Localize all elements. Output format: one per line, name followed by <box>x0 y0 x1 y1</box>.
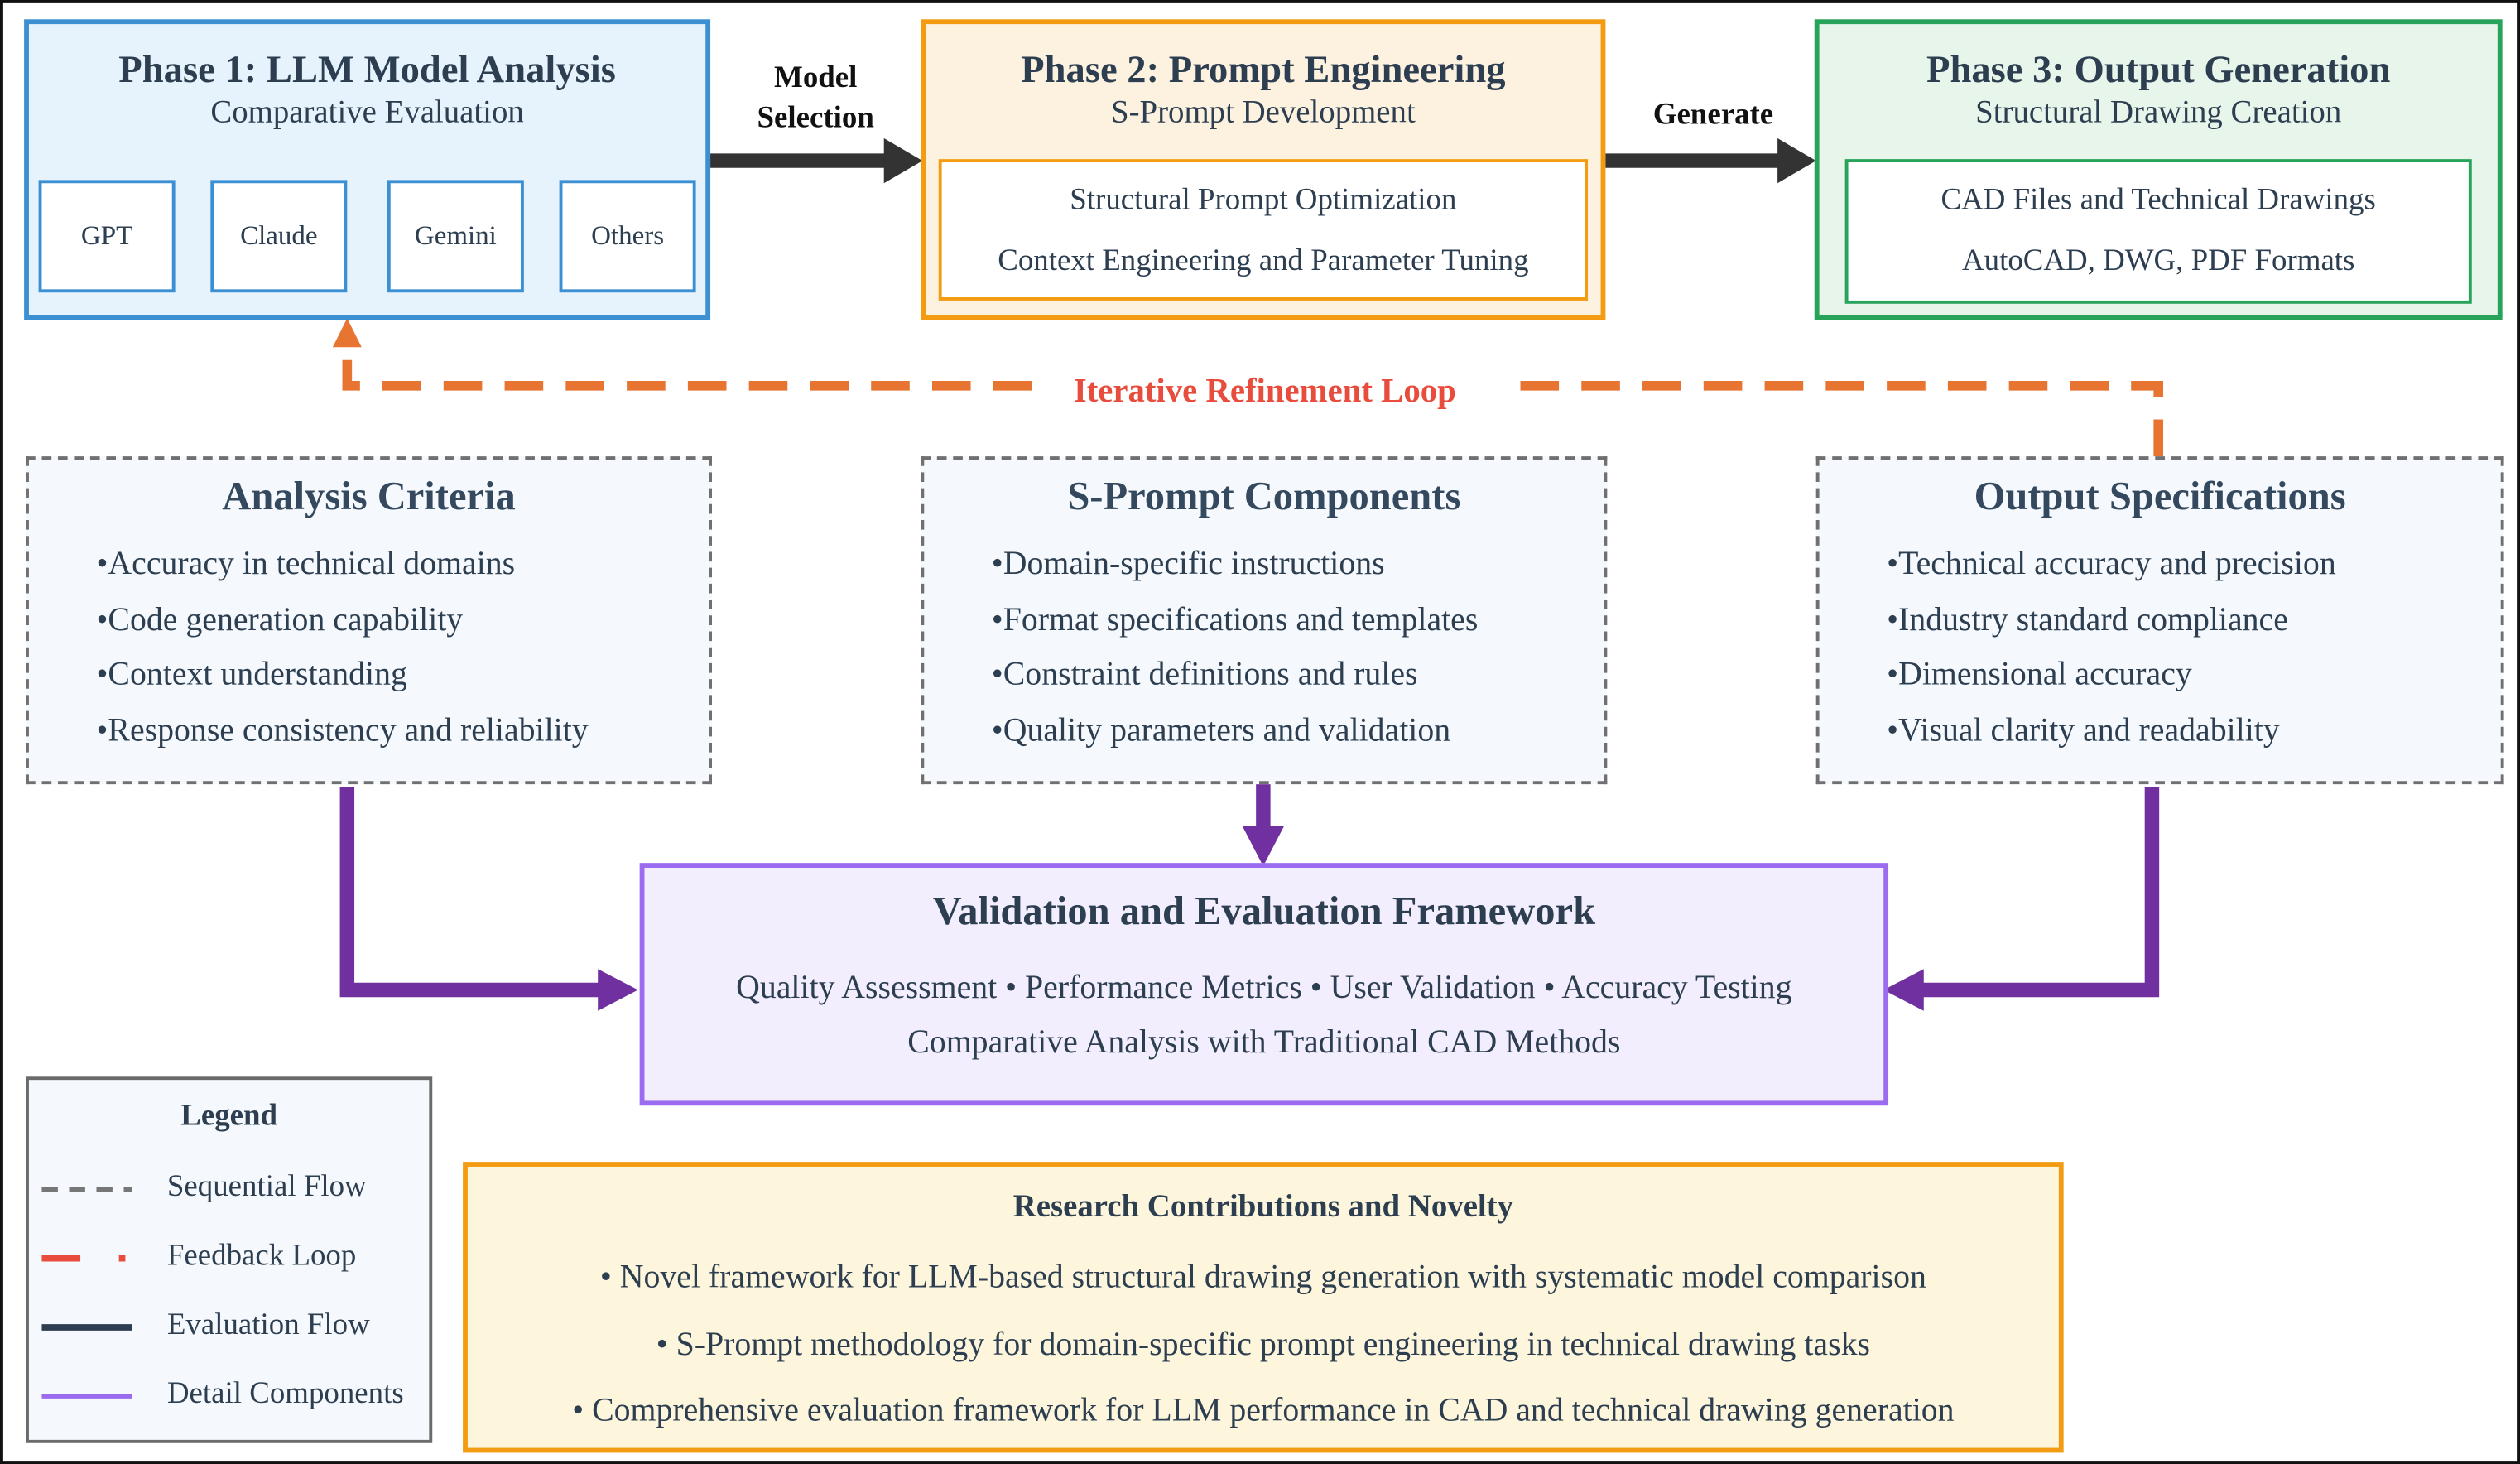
phase2-detail-box: Structural Prompt Optimization Context E… <box>938 159 1589 301</box>
list-item: Response consistency and reliability <box>96 703 709 758</box>
model-claude: Claude <box>210 180 348 293</box>
list-item: Context understanding <box>96 648 709 703</box>
purple-arrow-right-head <box>1883 969 1924 1011</box>
list-item: Accuracy in technical domains <box>96 537 709 592</box>
generate-label: Generate <box>1652 98 1774 132</box>
dashed-line-swatch <box>41 1187 132 1192</box>
solid-line-swatch <box>41 1324 132 1331</box>
feedback-loop-arrowhead <box>332 318 362 348</box>
legend-item-feedback: Feedback Loop <box>29 1235 430 1283</box>
research-contributions-box: Research Contributions and Novelty • Nov… <box>463 1162 2064 1453</box>
legend-title: Legend <box>180 1099 278 1134</box>
phase2-detail-line2: Context Engineering and Parameter Tuning <box>998 243 1529 278</box>
list-item: Code generation capability <box>96 592 709 648</box>
output-specifications-title: Output Specifications <box>1974 475 2346 519</box>
iterative-loop-label: Iterative Refinement Loop <box>1073 371 1456 410</box>
validation-framework-box: Validation and Evaluation Framework Qual… <box>639 863 1889 1106</box>
s-prompt-components-title: S-Prompt Components <box>1067 475 1461 519</box>
list-item: Format specifications and templates <box>992 592 1604 648</box>
validation-line1: Quality Assessment • Performance Metrics… <box>736 970 1792 1006</box>
list-item: Domain-specific instructions <box>992 537 1604 592</box>
legend-item-detail: Detail Components <box>29 1374 430 1422</box>
legend-label: Sequential Flow <box>166 1169 367 1204</box>
contribution-line: • Novel framework for LLM-based structur… <box>599 1259 1926 1296</box>
contributions-title: Research Contributions and Novelty <box>1012 1189 1514 1225</box>
connectors <box>332 137 2164 1011</box>
list-item: Constraint definitions and rules <box>992 648 1604 703</box>
model-gpt: GPT <box>38 180 176 293</box>
phase2-subtitle: S-Prompt Development <box>1111 94 1416 131</box>
arrow-phase2-to-phase3-head <box>1777 137 1816 184</box>
phase3-detail-line2: AutoCAD, DWG, PDF Formats <box>1961 243 2355 278</box>
phase3-title: Phase 3: Output Generation <box>1926 50 2391 92</box>
analysis-criteria-box: Analysis Criteria Accuracy in technical … <box>26 456 713 785</box>
output-specifications-list: Technical accuracy and precision Industr… <box>1820 537 2501 758</box>
list-item: Technical accuracy and precision <box>1887 537 2501 592</box>
contribution-line: • Comprehensive evaluation framework for… <box>572 1393 1955 1429</box>
validation-line2: Comparative Analysis with Traditional CA… <box>907 1025 1621 1061</box>
dash-dot-line-swatch <box>41 1255 126 1262</box>
phase3-detail-line1: CAD Files and Technical Drawings <box>1940 183 2376 217</box>
legend-label: Feedback Loop <box>166 1239 357 1274</box>
list-item: Industry standard compliance <box>1887 592 2501 648</box>
legend-item-evaluation: Evaluation Flow <box>29 1305 430 1353</box>
list-item: Visual clarity and readability <box>1887 703 2501 758</box>
phase2-detail-line1: Structural Prompt Optimization <box>1070 183 1457 217</box>
purple-arrow-middle-head <box>1242 826 1285 867</box>
model-selection-label: Model Selection <box>724 58 908 138</box>
s-prompt-components-box: S-Prompt Components Domain-specific inst… <box>921 456 1608 785</box>
model-selection-label-line1: Model <box>774 60 858 95</box>
s-prompt-components-list: Domain-specific instructions Format spec… <box>924 537 1604 758</box>
arrow-phase1-to-phase2-head <box>883 137 923 184</box>
legend-label: Evaluation Flow <box>166 1307 370 1342</box>
phase3-subtitle: Structural Drawing Creation <box>1975 94 2342 131</box>
list-item: Dimensional accuracy <box>1887 648 2501 703</box>
analysis-criteria-list: Accuracy in technical domains Code gener… <box>29 537 709 758</box>
phase2-title: Phase 2: Prompt Engineering <box>1021 50 1506 92</box>
model-others: Others <box>559 180 696 293</box>
contribution-line: • S-Prompt methodology for domain-specif… <box>656 1327 1870 1362</box>
model-gemini: Gemini <box>387 180 524 293</box>
purple-arrow-right <box>1920 787 2160 998</box>
list-item: Quality parameters and validation <box>992 703 1604 758</box>
output-specifications-box: Output Specifications Technical accuracy… <box>1815 456 2504 785</box>
legend: Legend Sequential Flow Feedback Loop Eva… <box>26 1076 433 1443</box>
purple-arrow-left-head <box>598 969 638 1011</box>
validation-title: Validation and Evaluation Framework <box>932 890 1596 934</box>
phase3-detail-box: CAD Files and Technical Drawings AutoCAD… <box>1844 159 2472 304</box>
model-selection-label-line2: Selection <box>757 101 874 136</box>
purple-line-swatch <box>41 1394 132 1399</box>
legend-item-sequential: Sequential Flow <box>29 1167 430 1215</box>
analysis-criteria-title: Analysis Criteria <box>222 475 516 519</box>
feedback-loop-line <box>342 344 2164 459</box>
legend-label: Detail Components <box>166 1377 404 1411</box>
phase1-subtitle: Comparative Evaluation <box>210 94 524 131</box>
phase1-title: Phase 1: LLM Model Analysis <box>118 50 616 92</box>
purple-arrow-left <box>339 787 602 998</box>
